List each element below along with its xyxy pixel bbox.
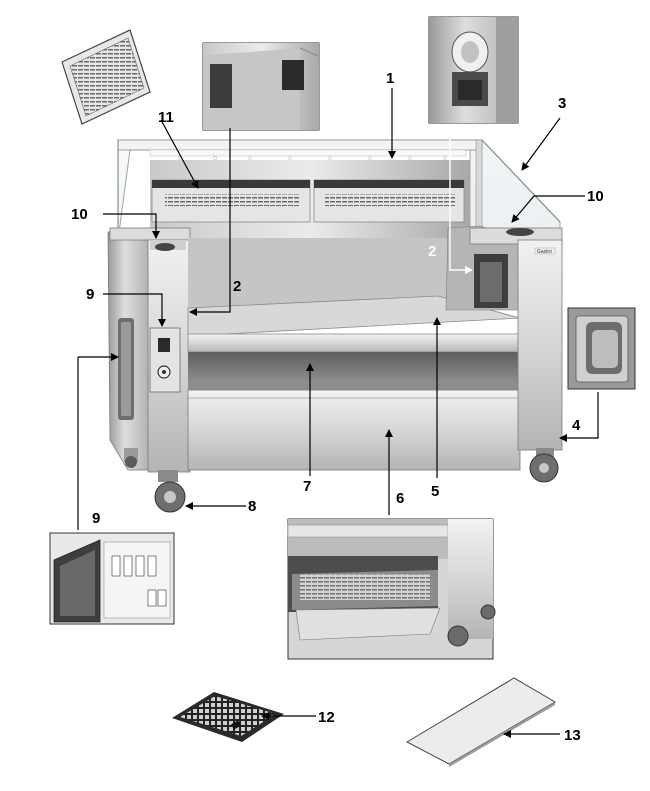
- callout-2-right: 2: [428, 243, 436, 260]
- callout-labels: 1 2 2 3 4 5 6 7 8 9 9 10 10 11 12 13: [71, 70, 604, 744]
- callout-10-left: 10: [71, 206, 88, 223]
- callout-9-bottom: 9: [92, 510, 100, 527]
- callout-1: 1: [386, 70, 394, 87]
- drawer-front: [187, 389, 521, 471]
- callout-9-top: 9: [86, 286, 94, 303]
- brand-plate: Gastro: [537, 249, 552, 255]
- inset-heater-grate: [61, 29, 151, 125]
- inset-gn-container: [567, 307, 636, 390]
- callout-10-right: 10: [587, 188, 604, 205]
- left-column: [107, 227, 191, 473]
- accessory-mesh-tray: [172, 692, 284, 742]
- callout-3: 3: [558, 95, 566, 112]
- light-strip: [149, 149, 467, 160]
- leader-2-right: [449, 126, 473, 274]
- inset-open-drawer: [287, 518, 496, 660]
- control-panel: [149, 327, 181, 393]
- callout-4: 4: [572, 417, 581, 434]
- right-column: Gastro: [469, 227, 563, 451]
- inset-fuse-box: [49, 532, 175, 625]
- inset-outlet-detail: [202, 42, 320, 131]
- leader-lines: [77, 88, 599, 738]
- main-cart: Gastro: [107, 139, 563, 513]
- callout-2-left: 2: [233, 278, 241, 295]
- accessory-cover-board: [405, 677, 556, 767]
- callout-11: 11: [158, 109, 174, 126]
- callout-5: 5: [431, 483, 439, 500]
- callout-7: 7: [303, 478, 311, 495]
- casters: [124, 448, 559, 513]
- callout-13: 13: [564, 727, 581, 744]
- heater-units: [151, 179, 465, 223]
- callout-6: 6: [396, 490, 404, 507]
- inset-plug-socket: [428, 16, 519, 124]
- callout-8: 8: [248, 498, 256, 515]
- callout-12: 12: [318, 709, 335, 726]
- socket-compartment: [445, 225, 521, 311]
